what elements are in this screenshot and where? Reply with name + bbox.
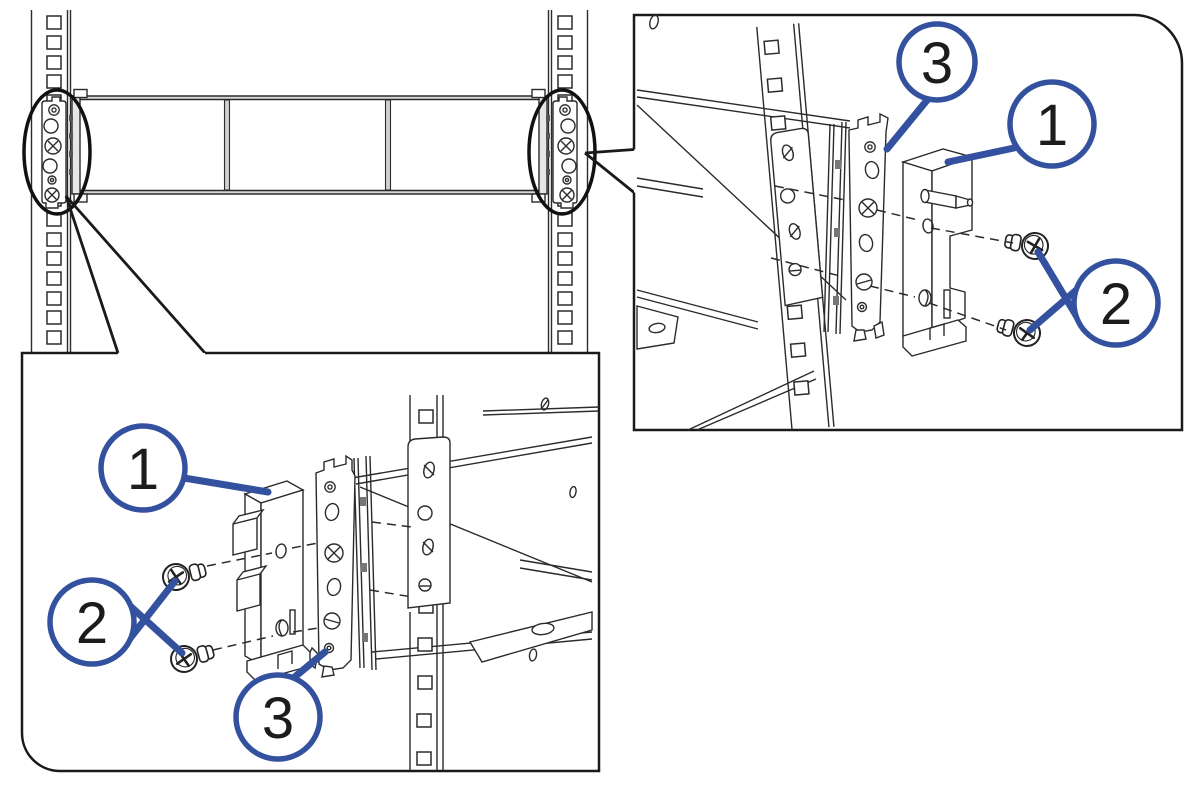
rail-divider [223, 99, 392, 191]
bracket-tab [232, 508, 265, 556]
badge-label-plate: 3 [921, 31, 953, 96]
bracket-part [900, 148, 975, 357]
badge-circle-1 [1007, 79, 1097, 169]
alignment-dashes [206, 521, 413, 651]
panel-border [20, 351, 601, 773]
chassis-rail [636, 14, 851, 431]
pointer-wedge-right [584, 148, 635, 194]
badge-label-bracket: 1 [127, 437, 159, 502]
chassis-rail [351, 397, 600, 663]
badge-label-screws: 2 [76, 591, 108, 656]
right-post-and-bracket [529, 10, 595, 352]
badge-circle-3 [896, 21, 978, 103]
channel-strips [353, 455, 377, 671]
slotted-bracket [770, 127, 824, 307]
badge-circle-2 [47, 577, 137, 667]
badge-circle-1 [98, 423, 188, 513]
bracket-part [232, 480, 311, 682]
rack-overview [22, 10, 635, 354]
badge-circle-3 [233, 672, 323, 762]
rack-post-detail [756, 23, 835, 431]
bracket-tab [236, 564, 268, 612]
end-bracket-plate [41, 96, 67, 209]
panel-border [632, 13, 1184, 432]
left-post-and-bracket [22, 10, 92, 352]
channel-strips [823, 121, 847, 335]
badge-label-bracket: 1 [1036, 93, 1068, 158]
detail-panel-left: 1 2 3 [20, 351, 601, 773]
slotted-bracket [407, 436, 451, 609]
badge-circle-2 [1071, 258, 1161, 348]
callout-ellipse [22, 88, 92, 216]
rack-post-detail [407, 395, 451, 770]
detail-panel-right: 3 1 2 [632, 13, 1184, 432]
pointer-wedge-left [64, 195, 207, 354]
alignment-dashes [770, 185, 1014, 331]
stud-pin [920, 188, 974, 209]
bracket-plate-part [848, 112, 889, 342]
rail-assembly [80, 95, 539, 195]
badge-label-screws: 2 [1100, 272, 1132, 337]
clip-marks [69, 115, 73, 175]
bracket-plate-part [305, 454, 356, 678]
callout-badges-right: 3 1 2 [883, 21, 1161, 348]
callout-badges-left: 1 2 3 [47, 423, 329, 762]
badge-label-plate: 3 [262, 686, 294, 751]
